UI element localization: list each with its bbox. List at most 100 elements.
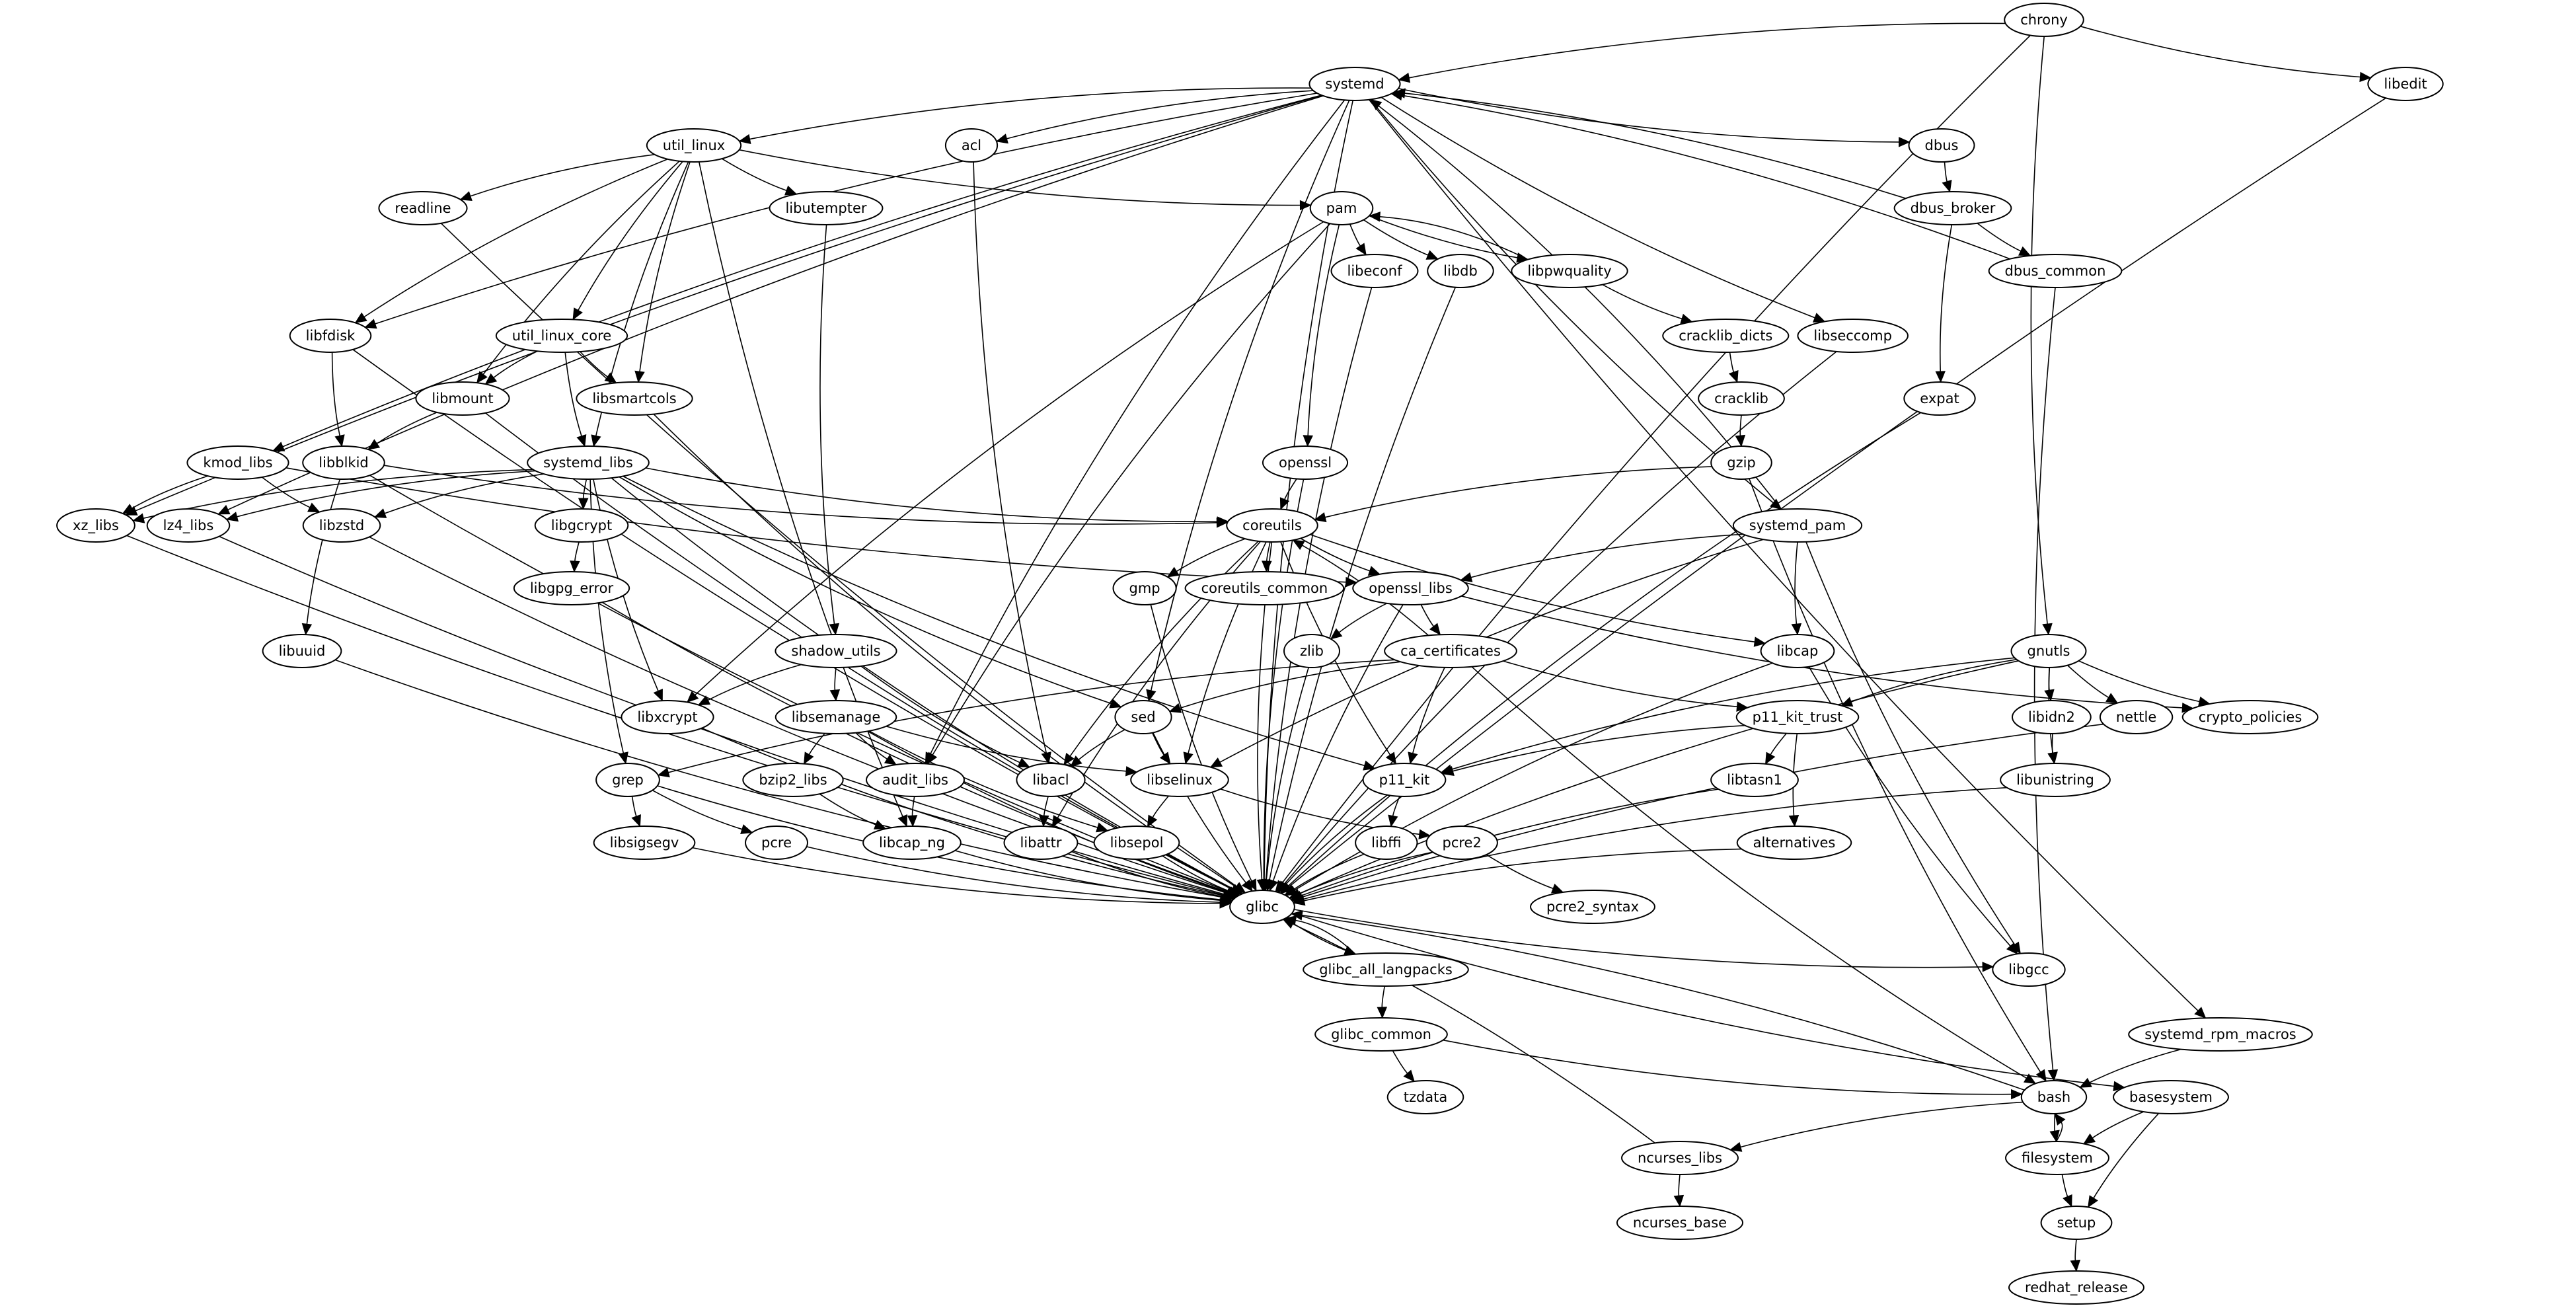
node-xz-libs[interactable]: [56, 508, 135, 543]
node-dbus-broker[interactable]: [1893, 191, 2012, 225]
node-libsepol[interactable]: [1093, 826, 1180, 860]
node-libidn2[interactable]: [2012, 700, 2092, 734]
node-dbus-common[interactable]: [1988, 254, 2123, 288]
node-alternatives[interactable]: [1736, 826, 1852, 860]
node-libffi[interactable]: [1355, 826, 1418, 860]
node-nettle[interactable]: [2099, 700, 2174, 734]
node-label: libunistring: [2016, 772, 2094, 788]
node-libfdisk[interactable]: [289, 319, 372, 353]
node-libgcc[interactable]: [1992, 952, 2066, 987]
arrowhead-icon: [2047, 1069, 2059, 1082]
node-libmount[interactable]: [415, 381, 510, 416]
node-pam[interactable]: [1309, 191, 1374, 225]
node-cracklib[interactable]: [1698, 381, 1785, 416]
node-setup[interactable]: [2040, 1206, 2113, 1240]
node-label: chrony: [2020, 12, 2068, 28]
arrowhead-icon: [1408, 751, 1418, 765]
node-libutempter[interactable]: [769, 191, 884, 225]
edge-pam-to-openssl: [1303, 224, 1340, 447]
node-bash[interactable]: [2020, 1080, 2088, 1114]
node-audit-libs[interactable]: [866, 763, 965, 797]
node-label: libsemanage: [792, 709, 881, 725]
node-systemd-libs[interactable]: [527, 445, 650, 480]
node-libacl[interactable]: [1016, 763, 1086, 797]
node-chrony[interactable]: [2004, 3, 2084, 37]
node-p11-kit[interactable]: [1362, 763, 1447, 797]
edge-gnutls-to-nettle: [2067, 665, 2119, 704]
node-expat[interactable]: [1903, 381, 1976, 416]
node-tzdata[interactable]: [1386, 1080, 1464, 1114]
node-label: libidn2: [2028, 709, 2075, 725]
node-label: glibc: [1246, 899, 1279, 915]
node-libseccomp[interactable]: [1797, 319, 1909, 353]
node-libdb[interactable]: [1427, 254, 1494, 288]
node-libgcrypt[interactable]: [534, 508, 629, 543]
edge-systemd_pam-to-systemd: [1369, 98, 1782, 510]
node-basesystem[interactable]: [2113, 1080, 2229, 1114]
node-coreutils[interactable]: [1226, 508, 1318, 543]
node-acl[interactable]: [944, 128, 999, 163]
node-libattr[interactable]: [1003, 826, 1079, 860]
node-p11-kit-trust[interactable]: [1735, 700, 1860, 734]
node-ca-certificates[interactable]: [1384, 634, 1517, 668]
node-libxcrypt[interactable]: [621, 700, 714, 734]
node-libgpg-error[interactable]: [513, 571, 630, 605]
node-libuuid[interactable]: [262, 634, 342, 668]
node-openssl-libs[interactable]: [1352, 571, 1469, 605]
arrowhead-icon: [1063, 753, 1075, 766]
node-crypto-policies[interactable]: [2181, 700, 2319, 734]
node-dbus[interactable]: [1908, 128, 1975, 163]
node-libcap[interactable]: [1760, 634, 1835, 668]
node-grep[interactable]: [595, 763, 660, 797]
edge-line: [1381, 985, 1385, 1008]
node-openssl[interactable]: [1262, 445, 1349, 480]
node-systemd[interactable]: [1308, 67, 1401, 101]
node-glibc-common[interactable]: [1314, 1017, 1448, 1052]
arrowhead-icon: [1728, 369, 1739, 383]
node-util-linux-core[interactable]: [495, 319, 628, 353]
node-lz4-libs[interactable]: [146, 508, 231, 543]
node-libzstd[interactable]: [302, 508, 381, 543]
node-libunistring[interactable]: [2000, 763, 2111, 797]
edge-line: [2033, 287, 2056, 1071]
edge-line: [352, 349, 1232, 890]
node-libtasn1[interactable]: [1710, 763, 1799, 797]
node-libpwquality[interactable]: [1511, 254, 1628, 288]
node-libsmartcols[interactable]: [576, 381, 693, 416]
node-libsigsegv[interactable]: [593, 826, 696, 860]
edge-systemd_libs-to-sed: [619, 476, 1122, 709]
node-ellipse: [742, 763, 844, 797]
node-pcre2-syntax[interactable]: [1530, 890, 1655, 924]
arrowhead-icon: [1299, 200, 1312, 211]
node-ellipse: [1016, 763, 1086, 797]
node-gmp[interactable]: [1112, 571, 1177, 605]
node-libedit[interactable]: [2367, 67, 2444, 101]
node-redhat-release[interactable]: [2008, 1270, 2144, 1305]
node-sed[interactable]: [1114, 700, 1172, 734]
node-filesystem[interactable]: [2005, 1141, 2109, 1175]
node-coreutils-common[interactable]: [1184, 571, 1345, 605]
node-gnutls[interactable]: [2010, 634, 2087, 668]
node-shadow-utils[interactable]: [775, 634, 897, 668]
node-ncurses-libs[interactable]: [1621, 1141, 1739, 1175]
node-readline[interactable]: [378, 191, 468, 225]
node-pcre2[interactable]: [1425, 826, 1498, 860]
node-kmod-libs[interactable]: [186, 445, 289, 480]
node-cracklib-dicts[interactable]: [1662, 319, 1790, 353]
node-ncurses-base[interactable]: [1616, 1206, 1744, 1240]
node-libblkid[interactable]: [302, 445, 385, 480]
node-libsemanage[interactable]: [775, 700, 897, 734]
node-systemd-pam[interactable]: [1732, 508, 1863, 543]
node-gzip[interactable]: [1710, 445, 1772, 480]
node-libselinux[interactable]: [1130, 763, 1229, 797]
node-libeconf[interactable]: [1330, 254, 1419, 288]
node-glibc-all-langpacks[interactable]: [1303, 952, 1469, 987]
node-libcap-ng[interactable]: [862, 826, 962, 860]
node-systemd-rpm-macros[interactable]: [2128, 1017, 2313, 1052]
node-bzip2-libs[interactable]: [742, 763, 844, 797]
node-label: libblkid: [319, 455, 369, 471]
node-pcre[interactable]: [745, 826, 808, 860]
node-glibc[interactable]: [1229, 890, 1295, 924]
node-zlib[interactable]: [1283, 634, 1340, 668]
node-util-linux[interactable]: [646, 128, 742, 163]
